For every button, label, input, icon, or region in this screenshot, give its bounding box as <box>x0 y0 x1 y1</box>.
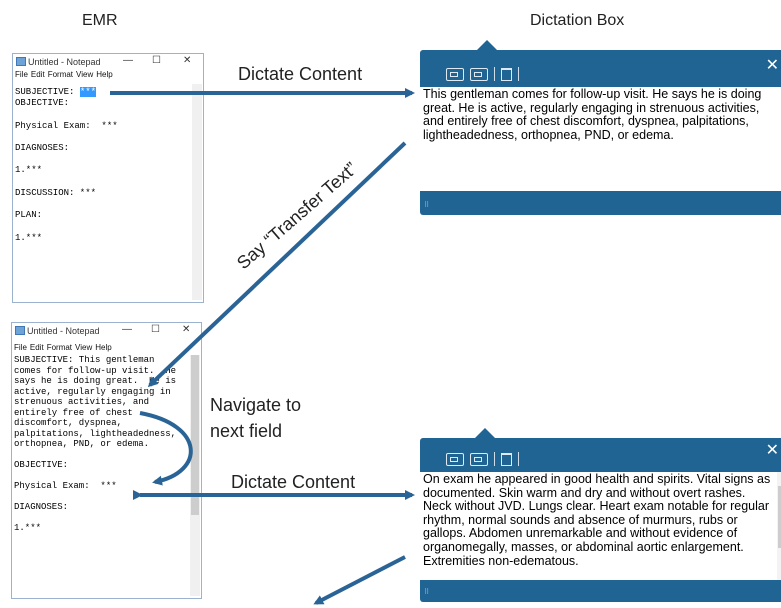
close-button[interactable]: ✕ <box>182 324 191 335</box>
dictate-content-label-1: Dictate Content <box>238 64 363 84</box>
menu-format[interactable]: Format <box>47 70 74 79</box>
dictation-toolbar <box>446 452 519 466</box>
menu-file[interactable]: File <box>14 343 27 352</box>
menu-help[interactable]: Help <box>96 70 113 79</box>
scrollbar[interactable] <box>777 472 781 580</box>
maximize-button[interactable]: ☐ <box>152 55 161 66</box>
toolbar-divider <box>494 67 495 81</box>
minimize-button[interactable]: — <box>123 55 133 66</box>
maximize-button[interactable]: ☐ <box>151 324 160 335</box>
dictation-text[interactable]: On exam he appeared in good health and s… <box>420 472 777 580</box>
trash-icon[interactable] <box>501 67 512 81</box>
scrollbar[interactable] <box>192 84 202 300</box>
menu-edit[interactable]: Edit <box>30 70 45 79</box>
navigate-label-line-1: Navigate to <box>210 395 302 415</box>
toolbar-divider <box>518 67 519 81</box>
close-icon[interactable]: ✕ <box>765 442 779 459</box>
menu-format[interactable]: Format <box>46 343 73 352</box>
transfer-alt-icon[interactable] <box>470 452 488 466</box>
dictation-box-notch <box>477 40 497 50</box>
emr-heading: EMR <box>82 12 118 29</box>
transfer-icon[interactable] <box>446 67 464 81</box>
scrollbar-thumb[interactable] <box>191 355 199 515</box>
notepad-icon <box>15 326 25 335</box>
navigate-label-line-2: next field <box>210 421 283 441</box>
subjective-label: SUBJECTIVE: <box>15 87 80 97</box>
transfer-arrow <box>147 141 407 388</box>
next-arrow <box>313 555 406 605</box>
window-title: Untitled - Notepad <box>28 57 101 67</box>
dictation-box-1[interactable]: ✕ This gentleman comes for follow-up vis… <box>420 50 781 215</box>
toolbar-divider <box>494 452 495 466</box>
dictation-box-notch <box>475 428 495 438</box>
resize-grip-icon[interactable]: ⠿ <box>424 589 430 596</box>
selected-placeholder[interactable]: *** <box>79 87 97 97</box>
minimize-button[interactable]: — <box>122 324 132 335</box>
trash-icon[interactable] <box>501 452 512 466</box>
dictation-text[interactable]: This gentleman comes for follow-up visit… <box>420 87 781 191</box>
title-bar[interactable]: Untitled - Notepad — ☐ ✕ <box>13 54 203 70</box>
navigate-arrow <box>139 411 193 486</box>
menu-view[interactable]: View <box>76 70 94 79</box>
dictation-box-2[interactable]: ✕ On exam he appeared in good health and… <box>420 438 781 602</box>
dictate-content-label-2: Dictate Content <box>231 472 356 492</box>
text-area[interactable]: SUBJECTIVE: *** OBJECTIVE: Physical Exam… <box>15 87 191 300</box>
dictation-toolbar <box>446 67 519 81</box>
menu-edit[interactable]: Edit <box>29 343 44 352</box>
dictation-box-heading: Dictation Box <box>530 12 625 29</box>
menu-help[interactable]: Help <box>95 343 112 352</box>
transfer-icon[interactable] <box>446 452 464 466</box>
resize-grip-icon[interactable]: ⠿ <box>424 202 430 209</box>
toolbar-divider <box>518 452 519 466</box>
menu-file[interactable]: File <box>15 70 28 79</box>
close-button[interactable]: ✕ <box>183 55 192 66</box>
notepad-icon <box>16 57 26 66</box>
transfer-alt-icon[interactable] <box>470 67 488 81</box>
menu-view[interactable]: View <box>75 343 93 352</box>
remaining-fields: OBJECTIVE: Physical Exam: *** DIAGNOSES:… <box>15 98 118 243</box>
scrollbar[interactable] <box>190 355 200 596</box>
close-icon[interactable]: ✕ <box>765 57 779 74</box>
scrollbar-thumb[interactable] <box>778 486 781 548</box>
window-title: Untitled - Notepad <box>27 326 100 336</box>
title-bar[interactable]: Untitled - Notepad — ☐ ✕ <box>12 323 201 339</box>
